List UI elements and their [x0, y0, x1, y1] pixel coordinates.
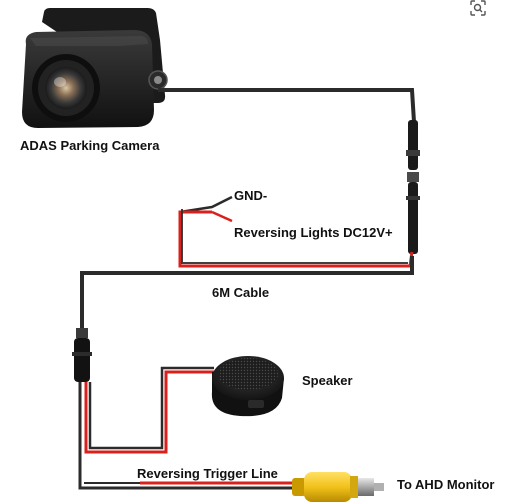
- camera-icon: [22, 8, 168, 128]
- camera-cable: [158, 88, 416, 123]
- speaker-red-wire: [84, 370, 214, 454]
- monitor-label: To AHD Monitor: [397, 477, 495, 492]
- aviation-connector-icon: [406, 120, 420, 254]
- gnd-label: GND-: [234, 188, 268, 203]
- camera-label: ADAS Parking Camera: [20, 138, 160, 153]
- cable-label: 6M Cable: [212, 285, 270, 300]
- video-cable: [78, 382, 300, 490]
- rca-plug-icon: [292, 472, 384, 502]
- left-plug-icon: [72, 328, 92, 382]
- trigger-label: Reversing Trigger Line: [137, 466, 278, 481]
- gnd-wire: [179, 195, 233, 214]
- speaker-black-wire: [88, 366, 214, 450]
- power-wire-end: [211, 210, 233, 223]
- speaker-icon: [211, 356, 284, 417]
- speaker-label: Speaker: [302, 373, 353, 388]
- reversing-lights-label: Reversing Lights DC12V+: [234, 225, 393, 240]
- lens-search-icon[interactable]: [470, 0, 492, 22]
- main-cable: [80, 256, 414, 330]
